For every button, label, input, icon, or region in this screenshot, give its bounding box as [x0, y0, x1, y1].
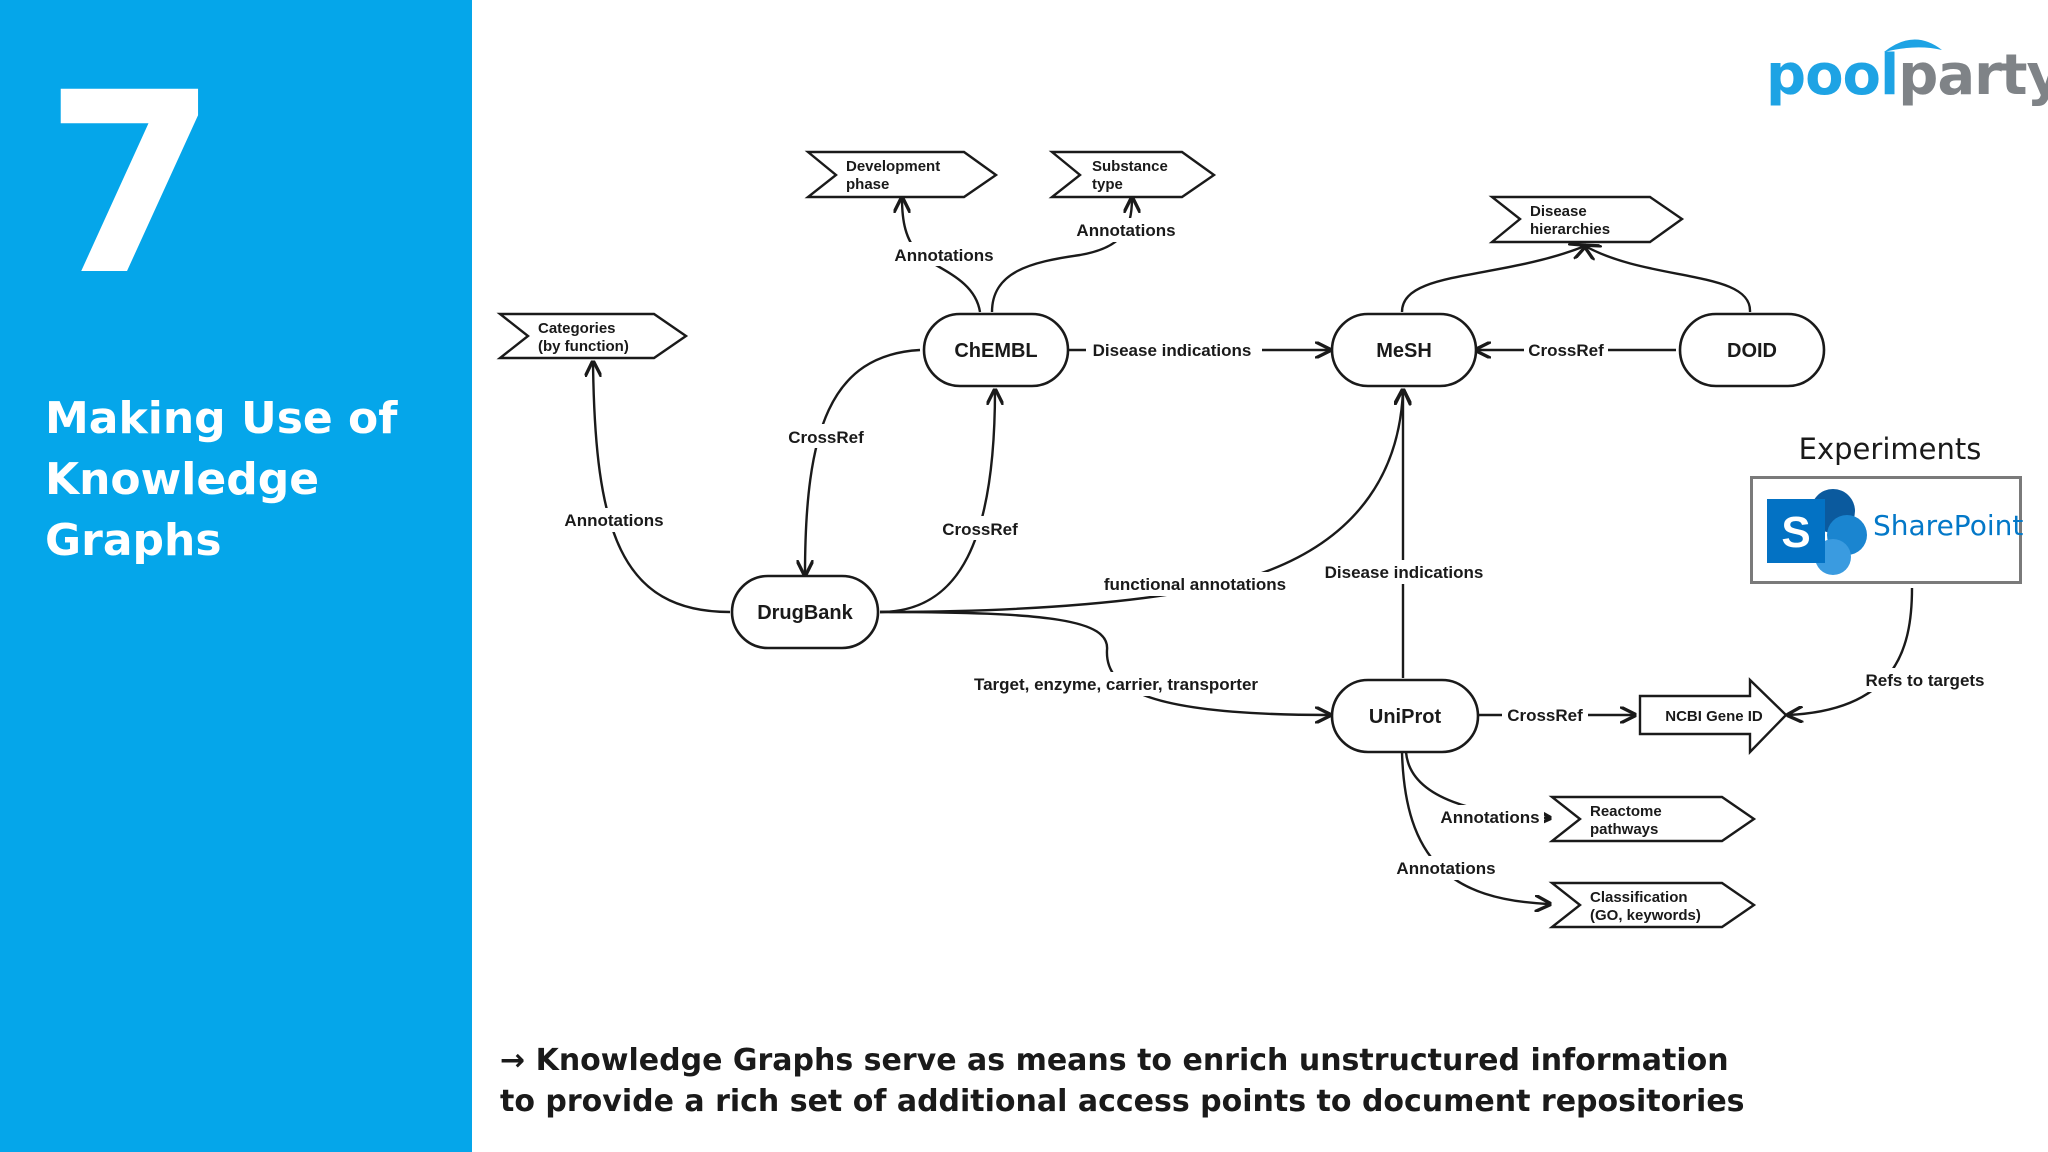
label-sharepoint-ncbi: Refs to targets [1865, 671, 1984, 690]
logo-text: poolparty [1766, 48, 2048, 104]
sharepoint-box: S SharePoint [1750, 476, 2024, 584]
sidebar: 7 Making Use of Knowledge Graphs [0, 0, 472, 1152]
footer-line-1: → Knowledge Graphs serve as means to enr… [500, 1043, 1729, 1078]
flag-disease-hierarchies-line-2: hierarchies [1530, 221, 1610, 238]
node-mesh-label: MeSH [1376, 340, 1432, 362]
label-drugbank-chembl: CrossRef [942, 520, 1018, 539]
label-drugbank-uniprot: Target, enzyme, carrier, transporter [974, 675, 1258, 694]
slide-title-line-2: Knowledge [45, 454, 320, 505]
flag-disease-hierarchies: Disease hierarchies [1488, 195, 1685, 244]
edge-sharepoint-ncbi [1788, 587, 1914, 715]
logo-text-party: party [1898, 43, 2048, 108]
flag-classification-line-2: (GO, keywords) [1590, 907, 1701, 924]
slide-title: Making Use of Knowledge Graphs [45, 388, 445, 571]
flag-categories-line-2: (by function) [538, 338, 629, 355]
experiments-label: Experiments [1798, 432, 1982, 466]
node-chembl: ChEMBL [922, 312, 1070, 388]
label-chembl-substance-annotations: Annotations [1076, 221, 1175, 240]
flag-reactome-pathways: Reactome pathways [1548, 795, 1757, 843]
label-uniprot-ncbi: CrossRef [1507, 706, 1583, 725]
edge-drugbank-uniprot [879, 610, 1330, 715]
node-doid: DOID [1678, 312, 1826, 388]
edge-chembl-drugbank [805, 348, 921, 575]
label-uniprot-mesh: Disease indications [1325, 563, 1484, 582]
flag-reactome-line-1: Reactome [1590, 803, 1662, 820]
flag-development-phase: Development phase [804, 150, 999, 199]
node-uniprot-label: UniProt [1369, 706, 1442, 728]
flag-categories-line-1: Categories [538, 320, 616, 337]
slide-title-line-1: Making Use of [45, 393, 398, 444]
footer-statement: → Knowledge Graphs serve as means to enr… [500, 1040, 1800, 1122]
edge-drugbank-chembl [879, 390, 995, 614]
sharepoint-icon: S [1767, 489, 1867, 575]
label-drugbank-mesh: functional annotations [1104, 575, 1286, 594]
label-uniprot-classification: Annotations [1396, 859, 1495, 878]
flag-reactome-line-2: pathways [1590, 821, 1658, 838]
node-mesh: MeSH [1330, 312, 1478, 388]
node-drugbank-label: DrugBank [757, 602, 853, 624]
flag-substance-type-line-1: Substance [1092, 158, 1168, 175]
node-doid-label: DOID [1727, 340, 1777, 362]
slide-title-line-3: Graphs [45, 515, 222, 566]
flag-categories: Categories (by function) [496, 312, 689, 360]
flag-classification-line-1: Classification [1590, 889, 1688, 906]
label-doid-mesh: CrossRef [1528, 341, 1604, 360]
flag-classification: Classification (GO, keywords) [1548, 881, 1757, 929]
node-drugbank: DrugBank [730, 574, 880, 650]
logo-text-pool: pool [1766, 43, 1899, 108]
node-chembl-label: ChEMBL [954, 340, 1037, 362]
footer-line-2: to provide a rich set of additional acce… [500, 1084, 1745, 1119]
sharepoint-icon-letter: S [1781, 508, 1810, 557]
sharepoint-name: SharePoint [1873, 509, 2024, 542]
edge-labels: Annotations Annotations Disease indicati… [560, 218, 1990, 880]
label-chembl-drugbank: CrossRef [788, 428, 864, 447]
label-chembl-mesh: Disease indications [1093, 341, 1252, 360]
label-chembl-dev-annotations: Annotations [894, 246, 993, 265]
flag-development-phase-line-2: phase [846, 176, 889, 193]
flag-substance-type: Substance type [1048, 150, 1217, 199]
flag-disease-hierarchies-line-1: Disease [1530, 203, 1587, 220]
node-ncbi-gene-id: NCBI Gene ID [1638, 677, 1788, 755]
flag-development-phase-line-1: Development [846, 158, 940, 175]
edge-doid-disease-hierarchies [1585, 246, 1752, 313]
node-uniprot: UniProt [1330, 678, 1480, 754]
slide-number: 7 [44, 39, 218, 330]
edge-chembl-substance-type [990, 198, 1132, 313]
umbrella-icon [1884, 39, 1942, 52]
label-uniprot-reactome: Annotations [1440, 808, 1539, 827]
poolparty-logo: poolparty [1766, 26, 2048, 116]
edge-drugbank-categories [593, 362, 731, 614]
edge-mesh-disease-hierarchies [1400, 246, 1585, 313]
label-drugbank-categories: Annotations [564, 511, 663, 530]
node-ncbi-label: NCBI Gene ID [1665, 708, 1763, 725]
flag-substance-type-line-2: type [1092, 176, 1123, 193]
